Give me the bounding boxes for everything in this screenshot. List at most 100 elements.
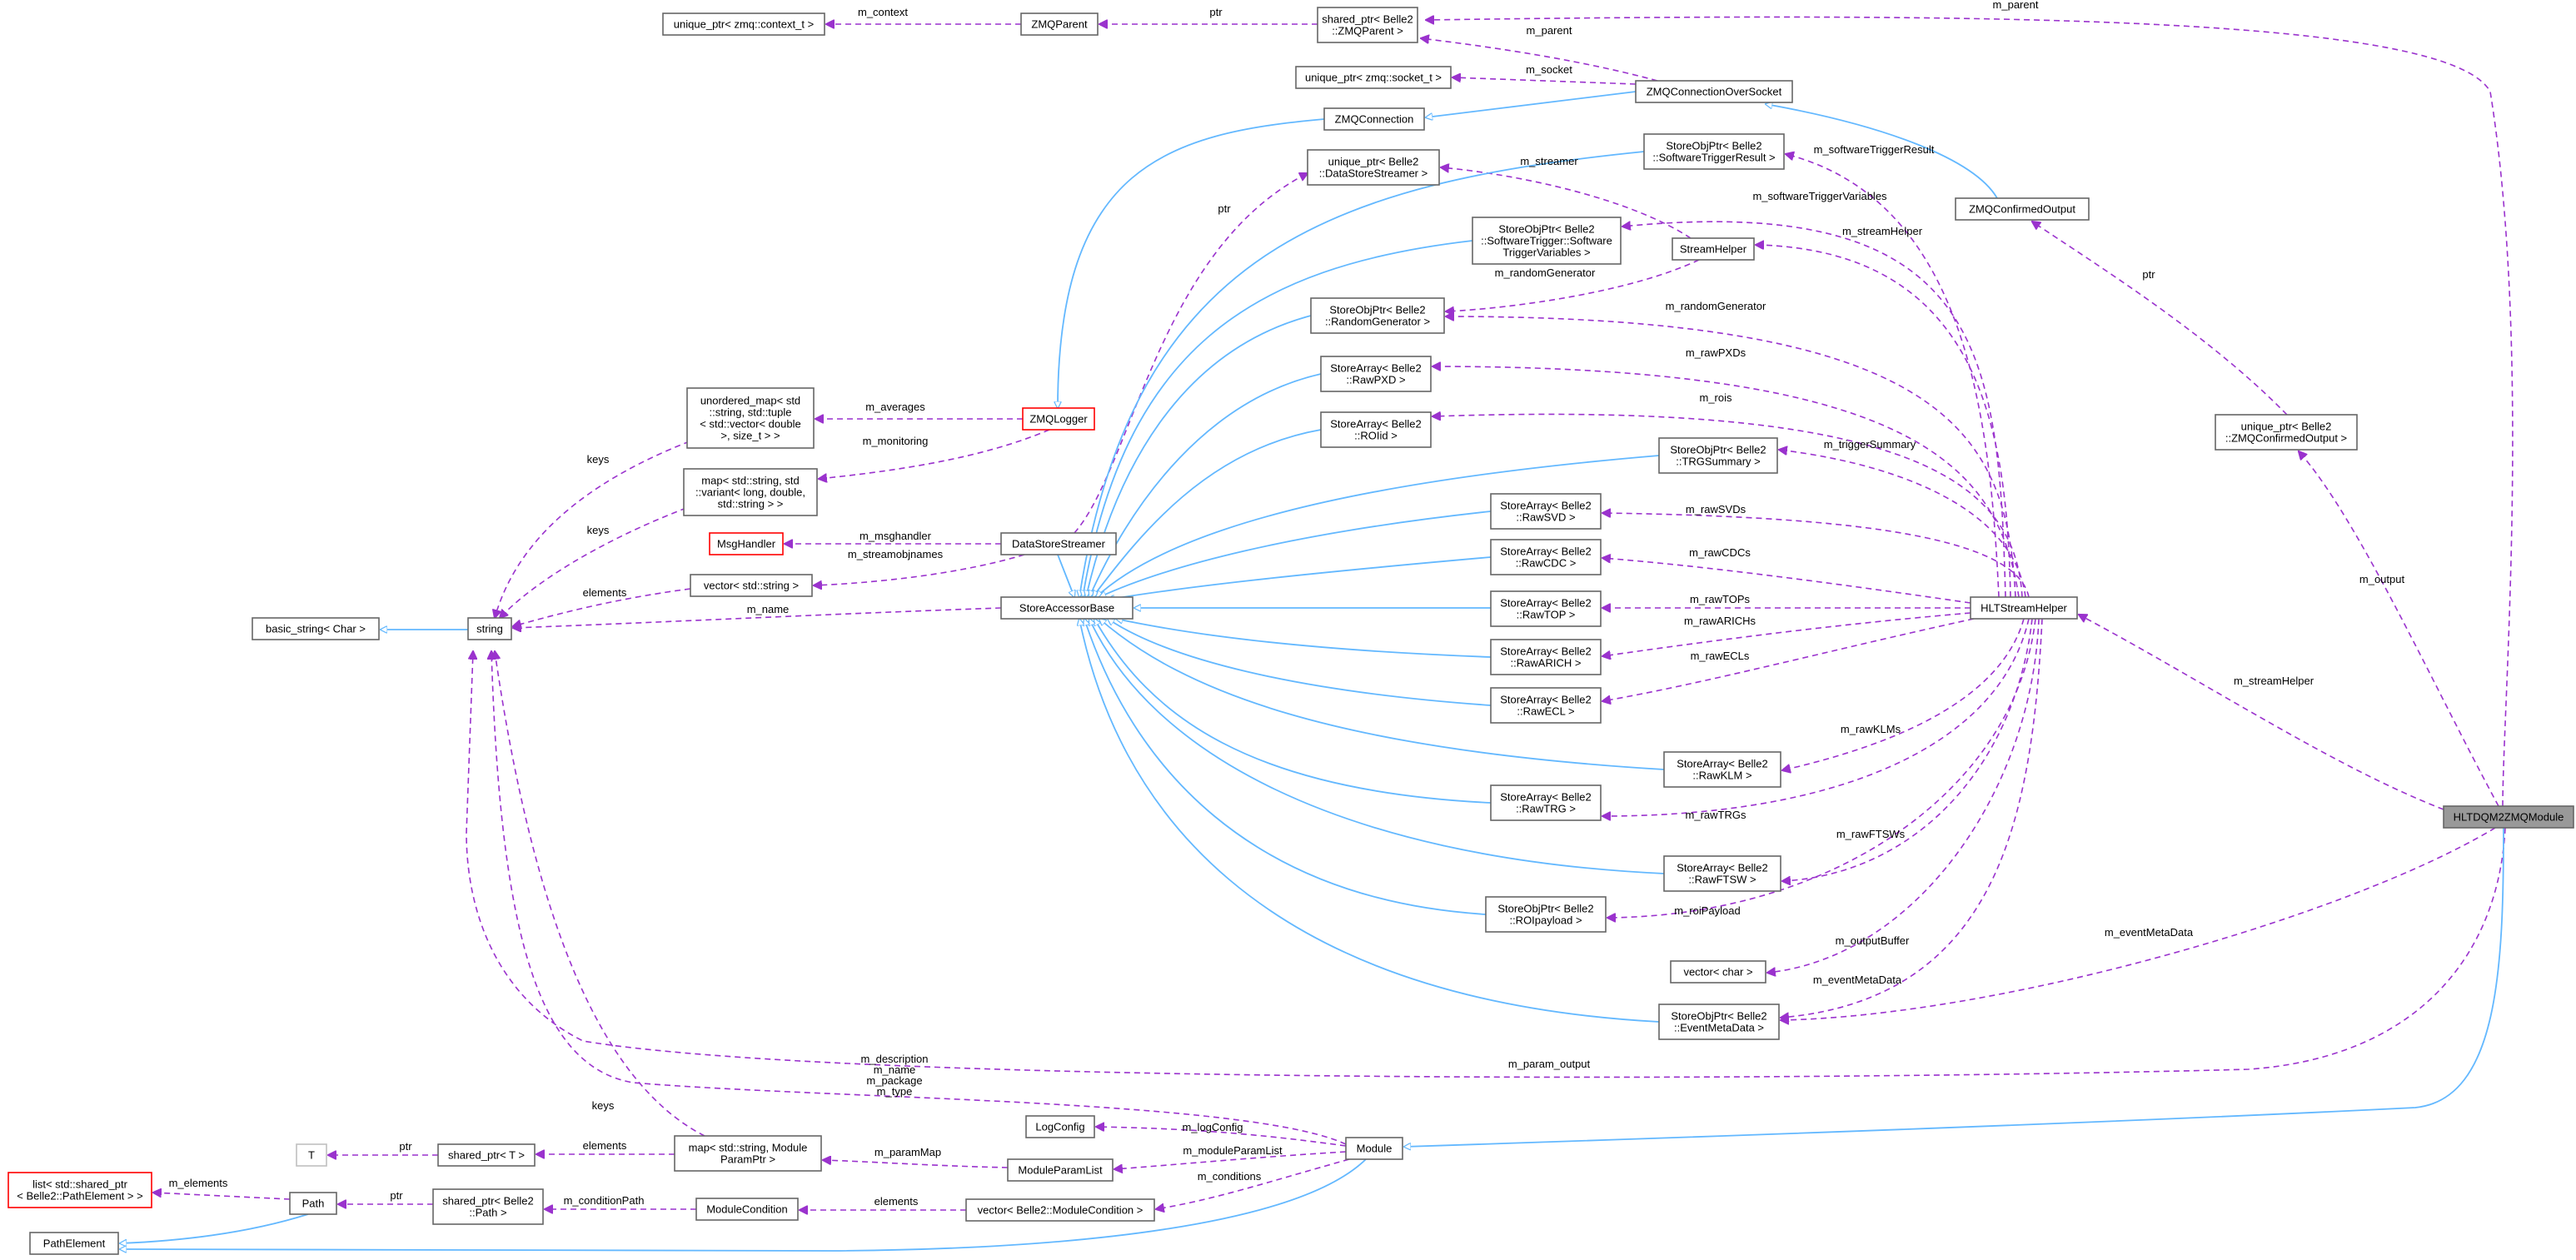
class-node-label: ModuleParamList: [1018, 1164, 1103, 1177]
edge-label-m-parent-top: m_parent: [1993, 0, 2039, 11]
edge-module-string: [491, 651, 1347, 1145]
edge-sab-sa-roiid: [1093, 429, 1322, 597]
edge-hlt-trgsummary: [1779, 450, 2026, 598]
class-node-msghandler[interactable]: MsgHandler: [709, 532, 784, 555]
class-node-hltdqm2zmq[interactable]: HLTDQM2ZMQModule: [2443, 805, 2574, 829]
class-node-zmqparent[interactable]: ZMQParent: [1020, 12, 1099, 36]
class-node-label: ::RawTOP >: [1517, 609, 1576, 621]
edge-module-paramlist: [1114, 1151, 1347, 1169]
class-node-sop-swtrigresult[interactable]: StoreObjPtr< Belle2::SoftwareTriggerResu…: [1643, 133, 1785, 170]
edge-zmqconnection-inherit: [1426, 91, 1637, 117]
class-node-shared-path[interactable]: shared_ptr< Belle2::Path >: [432, 1188, 544, 1225]
class-node-zmq-socket-ptr[interactable]: unique_ptr< zmq::socket_t >: [1295, 66, 1452, 89]
edge-label-module-field: m_description: [861, 1053, 929, 1065]
class-node-modulecondition[interactable]: ModuleCondition: [695, 1198, 799, 1221]
edge-label-module-field: m_package: [866, 1074, 922, 1087]
class-node-label: shared_ptr< T >: [448, 1149, 525, 1162]
edge-dsstreamer-ptr: [1074, 173, 1308, 534]
class-node-hltstreamhelper[interactable]: HLTStreamHelper: [1970, 596, 2078, 620]
class-node-zmqconn-socket[interactable]: ZMQConnectionOverSocket: [1635, 80, 1793, 103]
class-node-box: [1000, 532, 1117, 555]
class-node-box: [2443, 805, 2574, 829]
edge-module-conditions: [1156, 1158, 1350, 1209]
class-node-vector-modcond[interactable]: vector< Belle2::ModuleCondition >: [965, 1198, 1155, 1222]
class-node-sop-roipayload[interactable]: StoreObjPtr< Belle2::ROIpayload >: [1485, 896, 1607, 933]
class-node-label: ZMQConnectionOverSocket: [1647, 86, 1782, 98]
class-node-vector-string[interactable]: vector< std::string >: [690, 574, 813, 597]
class-node-box: [1317, 7, 1418, 43]
class-node-datastorestreamer[interactable]: DataStoreStreamer: [1000, 532, 1117, 555]
class-node-moduleparamlist[interactable]: ModuleParamList: [1007, 1158, 1114, 1182]
class-node-string[interactable]: string: [467, 617, 512, 640]
class-node-uptr-zmqconfout[interactable]: unique_ptr< Belle2::ZMQConfirmedOutput >: [2215, 414, 2358, 451]
class-node-label: map< std::string, std: [701, 475, 799, 487]
class-node-label: list< std::shared_ptr: [32, 1178, 127, 1191]
class-node-sa-rawtrg[interactable]: StoreArray< Belle2::RawTRG >: [1490, 784, 1602, 821]
class-node-zmqconfirmedoutput[interactable]: ZMQConfirmedOutput: [1955, 197, 2090, 221]
class-node-uomap[interactable]: unordered_map< std::string, std::tuple< …: [686, 387, 815, 449]
edge-zmqconfout-inherit: [1766, 104, 1998, 199]
class-node-list-sharedptr[interactable]: list< std::shared_ptr< Belle2::PathEleme…: [7, 1172, 152, 1208]
class-node-module[interactable]: Module: [1345, 1137, 1403, 1160]
class-node-sa-rawecl[interactable]: StoreArray< Belle2::RawECL >: [1490, 687, 1602, 724]
class-node-t-node[interactable]: T: [296, 1143, 327, 1167]
class-node-streamhelper[interactable]: StreamHelper: [1672, 237, 1755, 261]
class-node-box: [1295, 66, 1452, 89]
edge-dqm-output: [2299, 451, 2499, 807]
class-node-pathelement[interactable]: PathElement: [29, 1232, 119, 1255]
class-node-box: [1490, 687, 1602, 724]
edge-uptrconfout-ptr: [2032, 222, 2288, 416]
edge-label-elements-vecstring: elements: [583, 586, 627, 599]
class-node-label: HLTStreamHelper: [1981, 602, 2067, 615]
class-node-sa-roiid[interactable]: StoreArray< Belle2::ROIid >: [1320, 411, 1432, 448]
edge-label-ptr-path: ptr: [390, 1189, 403, 1202]
edge-label-ptr-dsstreamer: ptr: [1218, 202, 1231, 215]
class-node-label: LogConfig: [1035, 1121, 1084, 1133]
class-node-logconfig[interactable]: LogConfig: [1025, 1115, 1095, 1138]
class-node-box: [1020, 12, 1099, 36]
class-node-sa-rawarich[interactable]: StoreArray< Belle2::RawARICH >: [1490, 639, 1602, 675]
class-node-zmqlogger[interactable]: ZMQLogger: [1022, 407, 1095, 431]
class-node-label: ::SoftwareTriggerResult >: [1652, 152, 1775, 164]
class-node-label: ::RawARICH >: [1511, 657, 1582, 670]
class-node-label: StoreArray< Belle2: [1500, 597, 1591, 610]
class-node-shared-zmqparent[interactable]: shared_ptr< Belle2::ZMQParent >: [1317, 7, 1418, 43]
edge-hlt-swtrigresult: [1786, 154, 2000, 598]
class-node-sa-rawpxd[interactable]: StoreArray< Belle2::RawPXD >: [1320, 356, 1432, 392]
edge-label-elements-vecmodcond: elements: [874, 1195, 919, 1208]
class-node-label: StoreArray< Belle2: [1500, 500, 1591, 512]
class-node-vector-char[interactable]: vector< char >: [1670, 960, 1766, 984]
class-node-sop-eventmeta[interactable]: StoreObjPtr< Belle2::EventMetaData >: [1658, 1004, 1780, 1040]
edge-hlt-outputbuffer: [1767, 618, 2040, 973]
class-node-sop-trgsummary[interactable]: StoreObjPtr< Belle2::TRGSummary >: [1658, 437, 1778, 474]
class-node-sop-swtrigvars[interactable]: StoreObjPtr< Belle2::SoftwareTrigger::So…: [1472, 217, 1622, 265]
class-node-zmqconnection[interactable]: ZMQConnection: [1323, 107, 1425, 131]
class-node-zmq-ctx-ptr[interactable]: unique_ptr< zmq::context_t >: [662, 12, 825, 36]
class-node-label: >, size_t > >: [720, 430, 780, 442]
class-node-box: [1472, 217, 1622, 265]
class-node-sa-rawftsw[interactable]: StoreArray< Belle2::RawFTSW >: [1663, 855, 1781, 892]
class-node-label: < Belle2::PathElement > >: [17, 1190, 142, 1203]
class-node-basic-string[interactable]: basic_string< Char >: [252, 617, 380, 640]
class-node-sa-rawklm[interactable]: StoreArray< Belle2::RawKLM >: [1663, 751, 1781, 788]
class-node-storeaccessorbase[interactable]: StoreAccessorBase: [1000, 596, 1134, 620]
class-node-box: [1635, 80, 1793, 103]
class-node-label: ::TRGSummary >: [1676, 456, 1761, 468]
edge-hlt-rawtrg: [1602, 618, 2030, 816]
class-node-sa-rawcdc[interactable]: StoreArray< Belle2::RawCDC >: [1490, 539, 1602, 575]
class-node-path[interactable]: Path: [289, 1192, 337, 1215]
edge-label-m-rawTRGs: m_rawTRGs: [1686, 809, 1746, 821]
class-node-label: ZMQConnection: [1335, 113, 1414, 126]
class-node-map-variant[interactable]: map< std::string, std::variant< long, do…: [683, 468, 818, 516]
class-node-label: StoreObjPtr< Belle2: [1670, 444, 1766, 456]
class-node-box: [709, 532, 784, 555]
class-node-sa-rawtop[interactable]: StoreArray< Belle2::RawTOP >: [1490, 590, 1602, 627]
class-node-shared-t[interactable]: shared_ptr< T >: [437, 1143, 536, 1167]
class-node-sa-rawsvd[interactable]: StoreArray< Belle2::RawSVD >: [1490, 493, 1602, 530]
edge-label-m-softwareTriggerVariables: m_softwareTriggerVariables: [1752, 190, 1887, 202]
edge-dqm-eventmeta: [1781, 827, 2496, 1020]
class-node-uptr-dsstreamer[interactable]: unique_ptr< Belle2::DataStoreStreamer >: [1307, 149, 1440, 186]
edge-sab-sa-rawtrg: [1094, 619, 1492, 804]
class-node-sop-randomgen[interactable]: StoreObjPtr< Belle2::RandomGenerator >: [1310, 297, 1445, 334]
